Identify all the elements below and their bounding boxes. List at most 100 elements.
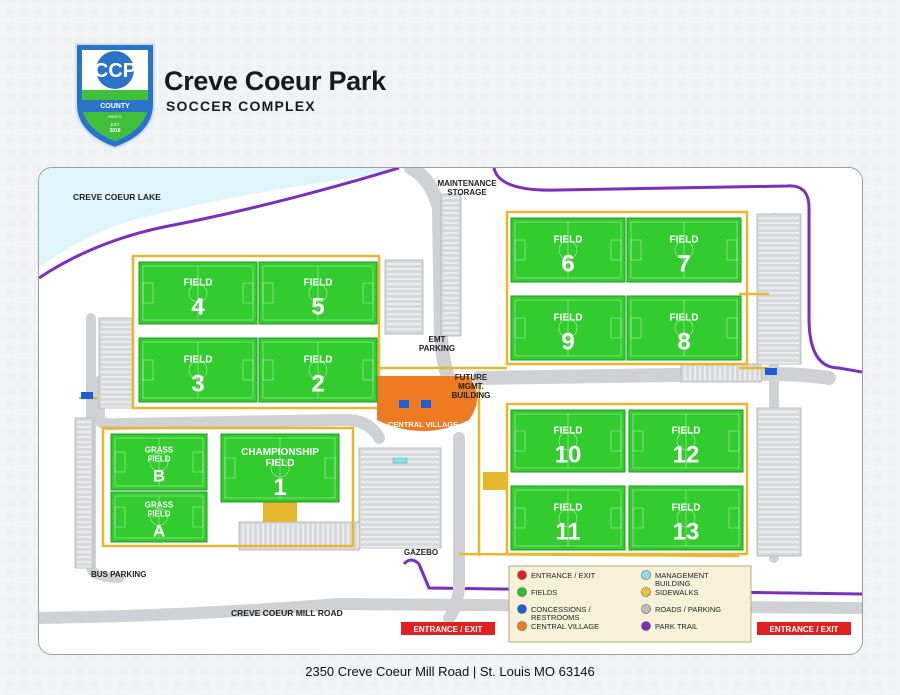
central-village-label[interactable]: CENTRAL VILLAGE (388, 420, 458, 429)
field-number: 7 (677, 251, 690, 278)
concession-stand[interactable] (421, 400, 431, 408)
legend-label: ROADS / PARKING (655, 605, 721, 614)
field-label: GRASS (145, 446, 174, 455)
field-label: FIELD (304, 278, 333, 289)
field-label: FIELD (554, 426, 583, 437)
field-9[interactable]: FIELD 9 (510, 295, 626, 361)
park-trail (39, 168, 400, 280)
legend-item: ROADS / PARKING (641, 604, 721, 614)
legend-label: SIDEWALKS (655, 588, 698, 597)
concession-stand[interactable] (399, 400, 409, 408)
legend-item: FIELDS (517, 587, 557, 597)
legend-label: CONCESSIONS /RESTROOMS (531, 605, 592, 622)
field-label: FIELD (554, 313, 583, 324)
legend-item: CONCESSIONS /RESTROOMS (517, 604, 592, 622)
legend-label: CENTRAL VILLAGE (531, 622, 599, 631)
ccp-logo: CCP COUNTY PARKS EST 2018 (75, 43, 155, 150)
svg-text:EST: EST (111, 122, 120, 127)
parking-stalls (77, 197, 799, 568)
site-map[interactable]: FIELD4FIELD5FIELD3FIELD2FIELD6FIELD7FIEL… (39, 168, 862, 654)
parking-lot (384, 259, 424, 335)
field-number: 12 (673, 442, 700, 469)
svg-text:CCP: CCP (94, 60, 136, 82)
road-label: CREVE COEUR MILL ROAD (231, 608, 343, 618)
field-label: FIELD (147, 510, 170, 519)
management-building[interactable] (392, 457, 408, 464)
field-number: B (153, 467, 165, 486)
legend-label: ENTRANCE / EXIT (531, 571, 596, 580)
field-label: FIELD (670, 313, 699, 324)
entrance-exit-east[interactable]: ENTRANCE / EXIT (757, 622, 851, 635)
field-3[interactable]: FIELD 3 (138, 337, 258, 403)
field-label: FIELD (672, 426, 701, 437)
gazebo-label[interactable]: GAZEBO (404, 548, 438, 557)
legend-item: PARK TRAIL (641, 621, 698, 631)
parking-lot (74, 417, 94, 569)
legend-item: SIDEWALKS (641, 587, 698, 597)
field-label: CHAMPIONSHIP (241, 447, 319, 458)
field-number: 11 (555, 519, 580, 546)
field-label: FIELD (304, 355, 333, 366)
field-label: GRASS (145, 501, 174, 510)
field-label: FIELD (266, 458, 295, 469)
legend: ENTRANCE / EXIT FIELDS CONCESSIONS /RESTRO… (508, 565, 752, 643)
parking-lot (358, 447, 442, 549)
field-label: FIELD (184, 355, 213, 366)
field-number: 9 (561, 329, 574, 356)
concession-stand[interactable] (765, 368, 777, 375)
road-center-south (443, 432, 465, 624)
parking-lot (680, 363, 762, 383)
field-10[interactable]: FIELD 10 (510, 409, 626, 473)
field-number: 8 (677, 329, 690, 356)
field-2[interactable]: FIELD 2 (258, 337, 378, 403)
field-label: FIELD (184, 278, 213, 289)
park-subtitle: SOCCER COMPLEX (166, 98, 316, 114)
field-12[interactable]: FIELD 12 (628, 409, 744, 473)
sidewalk (131, 254, 381, 410)
quad-3-label: QUAD 3 (668, 474, 702, 484)
entrance-exit-west[interactable]: ENTRANCE / EXIT (401, 622, 495, 635)
legend-item: CENTRAL VILLAGE (517, 621, 599, 631)
field-number: 2 (311, 371, 324, 398)
field-8[interactable]: FIELD 8 (626, 295, 742, 361)
svg-text:COUNTY: COUNTY (100, 103, 130, 110)
field-number: 5 (311, 294, 324, 321)
field-number: A (153, 522, 165, 541)
field-label: FIELD (554, 503, 583, 514)
championship-plaza (483, 472, 507, 490)
legend-item: ENTRANCE / EXIT (517, 570, 596, 580)
field-label: FIELD (147, 455, 170, 464)
svg-text:PARKS: PARKS (108, 114, 122, 119)
svg-text:ENTRANCE / EXIT: ENTRANCE / EXIT (414, 625, 483, 634)
field-number: 10 (555, 442, 582, 469)
field-11[interactable]: FIELD 11 (510, 485, 626, 551)
field-label: FIELD (672, 503, 701, 514)
lake (39, 168, 399, 268)
quad-1-label: QUAD 1 (241, 326, 275, 336)
quad-2-label: QUAD 2 (610, 284, 644, 294)
parking-lot (98, 317, 134, 409)
parking-lot (756, 213, 802, 365)
field-number: 6 (561, 251, 574, 278)
park-trail-east (492, 168, 862, 374)
field-number: 3 (191, 371, 204, 398)
sidewalk (505, 210, 749, 366)
field-13[interactable]: FIELD 13 (628, 485, 744, 551)
concession-stand[interactable] (81, 392, 93, 399)
championship-plaza (263, 502, 297, 522)
field-number: 13 (673, 519, 700, 546)
field-5[interactable]: FIELD 5 (258, 261, 378, 325)
parking-lot (440, 193, 462, 337)
bus-parking-label[interactable]: BUS PARKING (91, 570, 146, 579)
